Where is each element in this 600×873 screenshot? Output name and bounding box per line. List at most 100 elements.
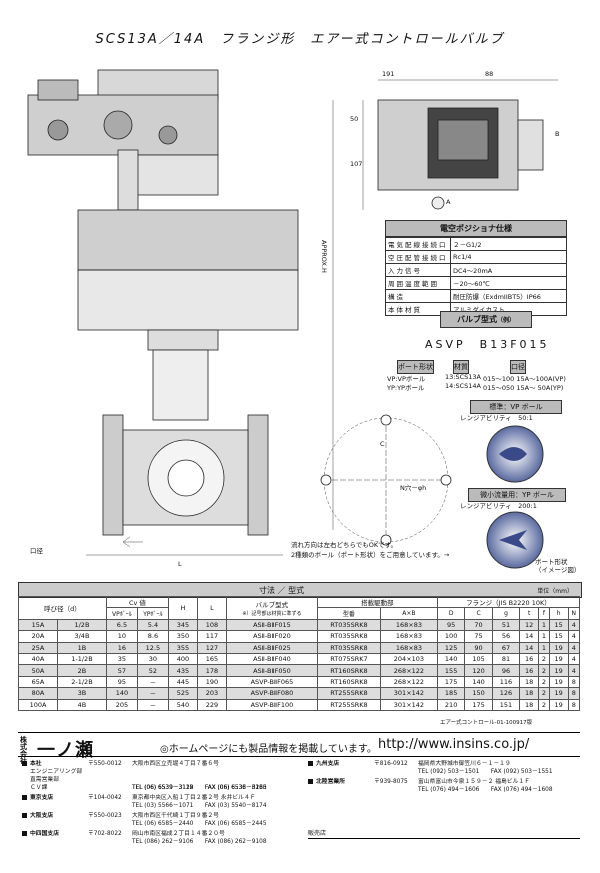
sales-label: 販売店 (308, 830, 327, 837)
dims-cell: 268×122 (379, 675, 438, 689)
h-N: N (567, 607, 581, 620)
dims-cell: 15 (548, 630, 569, 643)
h-cv: Cv 値 (105, 595, 169, 609)
dims-cell: 18 (519, 675, 540, 689)
spec-value: ２－G1/2 (450, 237, 567, 251)
office-sub: 直需営業部 (30, 777, 59, 783)
bullet-icon (308, 761, 313, 766)
dims-cell: 4 (567, 630, 581, 643)
h-C: C (464, 607, 493, 620)
dims-cell: 19 (548, 675, 569, 689)
dims-cell: 14 (519, 641, 540, 654)
office-tel: TEL (076) 494－1606 FAX (076) 494－1608 (418, 787, 553, 793)
dims-cell: 1 (538, 630, 550, 643)
office-name: 本社 (30, 761, 42, 767)
dim-label-a: A (446, 198, 451, 206)
vp-ball-icon (486, 425, 544, 483)
dims-cell: 1 (538, 618, 550, 632)
model-header: バルブ型式 (456, 315, 497, 324)
model-col-mat: 材質 (453, 360, 469, 374)
dims-cell: 65A (18, 675, 58, 689)
dims-cell: 126 (491, 687, 521, 700)
dims-cell: 540 (167, 698, 198, 711)
flow-note-1: 流れ方向は左右どちらでもOKです。 (291, 541, 398, 549)
footer-rule-top (18, 732, 580, 733)
dims-cell: 96 (491, 664, 521, 677)
dims-cell: 4 (567, 641, 581, 654)
h-yp: YPﾎﾞｰﾙ (136, 607, 169, 620)
dims-cell: 168×83 (379, 641, 438, 654)
model-mat: 13:SCS13A (445, 373, 481, 381)
dims-cell: 19 (548, 641, 569, 654)
dims-cell: 140 (105, 687, 138, 700)
dims-header: 寸法 ／ 型式 単位（mm） (18, 582, 582, 598)
dims-cell: 81 (491, 652, 521, 666)
office-name: 大阪支店 (30, 813, 54, 819)
office-name: 中四国支店 (30, 831, 59, 837)
dims-cell: 14 (519, 630, 540, 643)
dims-cell: 268×122 (379, 664, 438, 677)
dims-cell: 116 (491, 675, 521, 689)
h-H: H (167, 596, 198, 620)
dims-cell: 4 (567, 618, 581, 632)
dims-cell: 301×142 (379, 687, 438, 700)
dims-cell: 18 (519, 687, 540, 700)
office-zip: 〒939-8075 (374, 779, 408, 785)
dims-cell: 15 (548, 618, 569, 632)
dims-cell: ASⅡ-BⅡF025 (225, 641, 318, 654)
dims-cell: 30 (136, 652, 169, 666)
dims-cell: 151 (491, 698, 521, 711)
office-tel: TEL (06) 6585－2440 FAX (06) 6585－2445 (132, 821, 267, 827)
h-L: L (196, 596, 227, 620)
dims-cell: ASⅡ-BⅡF040 (225, 652, 318, 666)
model-header-note: （例） (496, 317, 515, 324)
dims-cell: 10 (105, 630, 138, 643)
dims-cell: 40A (18, 652, 58, 666)
office-tel: TEL (092) 503－1501 FAX (092) 503－1551 (418, 769, 553, 775)
dims-cell: ASⅡ-BⅡF015 (225, 618, 318, 632)
dim-label-191: 191 (382, 70, 395, 78)
ball-std-ratio: 50:1 (518, 414, 533, 422)
dims-cell: 75 (464, 630, 493, 643)
web-notice: ◎ホームページにも製品情報を掲載しています。 (160, 744, 377, 755)
h-axb: A×B (379, 607, 438, 620)
h-flange: フランジ（JIS B2220 10K） (436, 595, 581, 609)
office-tel: TEL (086) 262－9106 FAX (086) 262－9108 (132, 839, 267, 845)
dims-cell: ASⅡ-BⅡF020 (225, 630, 318, 643)
dims-cell: 80A (18, 687, 58, 700)
dims-cell: 1 (538, 641, 550, 654)
office-sub: ＣＶ課 (30, 785, 48, 791)
dims-cell: ASVP-BⅡF065 (225, 675, 318, 689)
model-port: VP:VPボール (387, 375, 426, 383)
dims-cell: 4 (567, 664, 581, 677)
dims-cell: 2 (538, 664, 550, 677)
dims-cell: 18 (519, 698, 540, 711)
office-name: 九州支店 (316, 761, 340, 767)
dims-cell: 2 (538, 652, 550, 666)
dims-cell: 117 (196, 630, 227, 643)
dims-cell: 16 (105, 641, 138, 654)
spec-value: －20～60℃ (450, 276, 567, 290)
approx-h-label: APPROX.H (320, 240, 328, 273)
h-actuator: 搭載駆動部 (316, 595, 438, 609)
dims-cell: RT255SRK8 (316, 698, 381, 711)
company-url[interactable]: http://www.insins.co.jp/ (378, 737, 530, 752)
ball-std-text: レンジアビリティ (460, 414, 512, 422)
dims-cell: ASⅡ-BⅡF050 (225, 664, 318, 677)
dims-cell: 16 (519, 664, 540, 677)
office-name: 北陸営業所 (316, 779, 345, 785)
h-model-note: ※）記号部は材質に準ずる (242, 610, 302, 617)
ball-micro-label: レンジアビリティ 200:1 (460, 500, 537, 510)
h-model: バルブ型式※）記号部は材質に準ずる (225, 596, 318, 620)
spec-key: 入力信号 (385, 263, 451, 277)
office-zip: 〒550-0023 (88, 813, 122, 819)
dims-subhead-row: VPﾎﾞｰﾙ YPﾎﾞｰﾙ 型番 A×B D C g t f h N (19, 607, 581, 620)
dims-cell: 4B (56, 698, 107, 711)
h-model-text: バルブ型式 (255, 600, 289, 609)
dims-cell: － (136, 687, 169, 700)
